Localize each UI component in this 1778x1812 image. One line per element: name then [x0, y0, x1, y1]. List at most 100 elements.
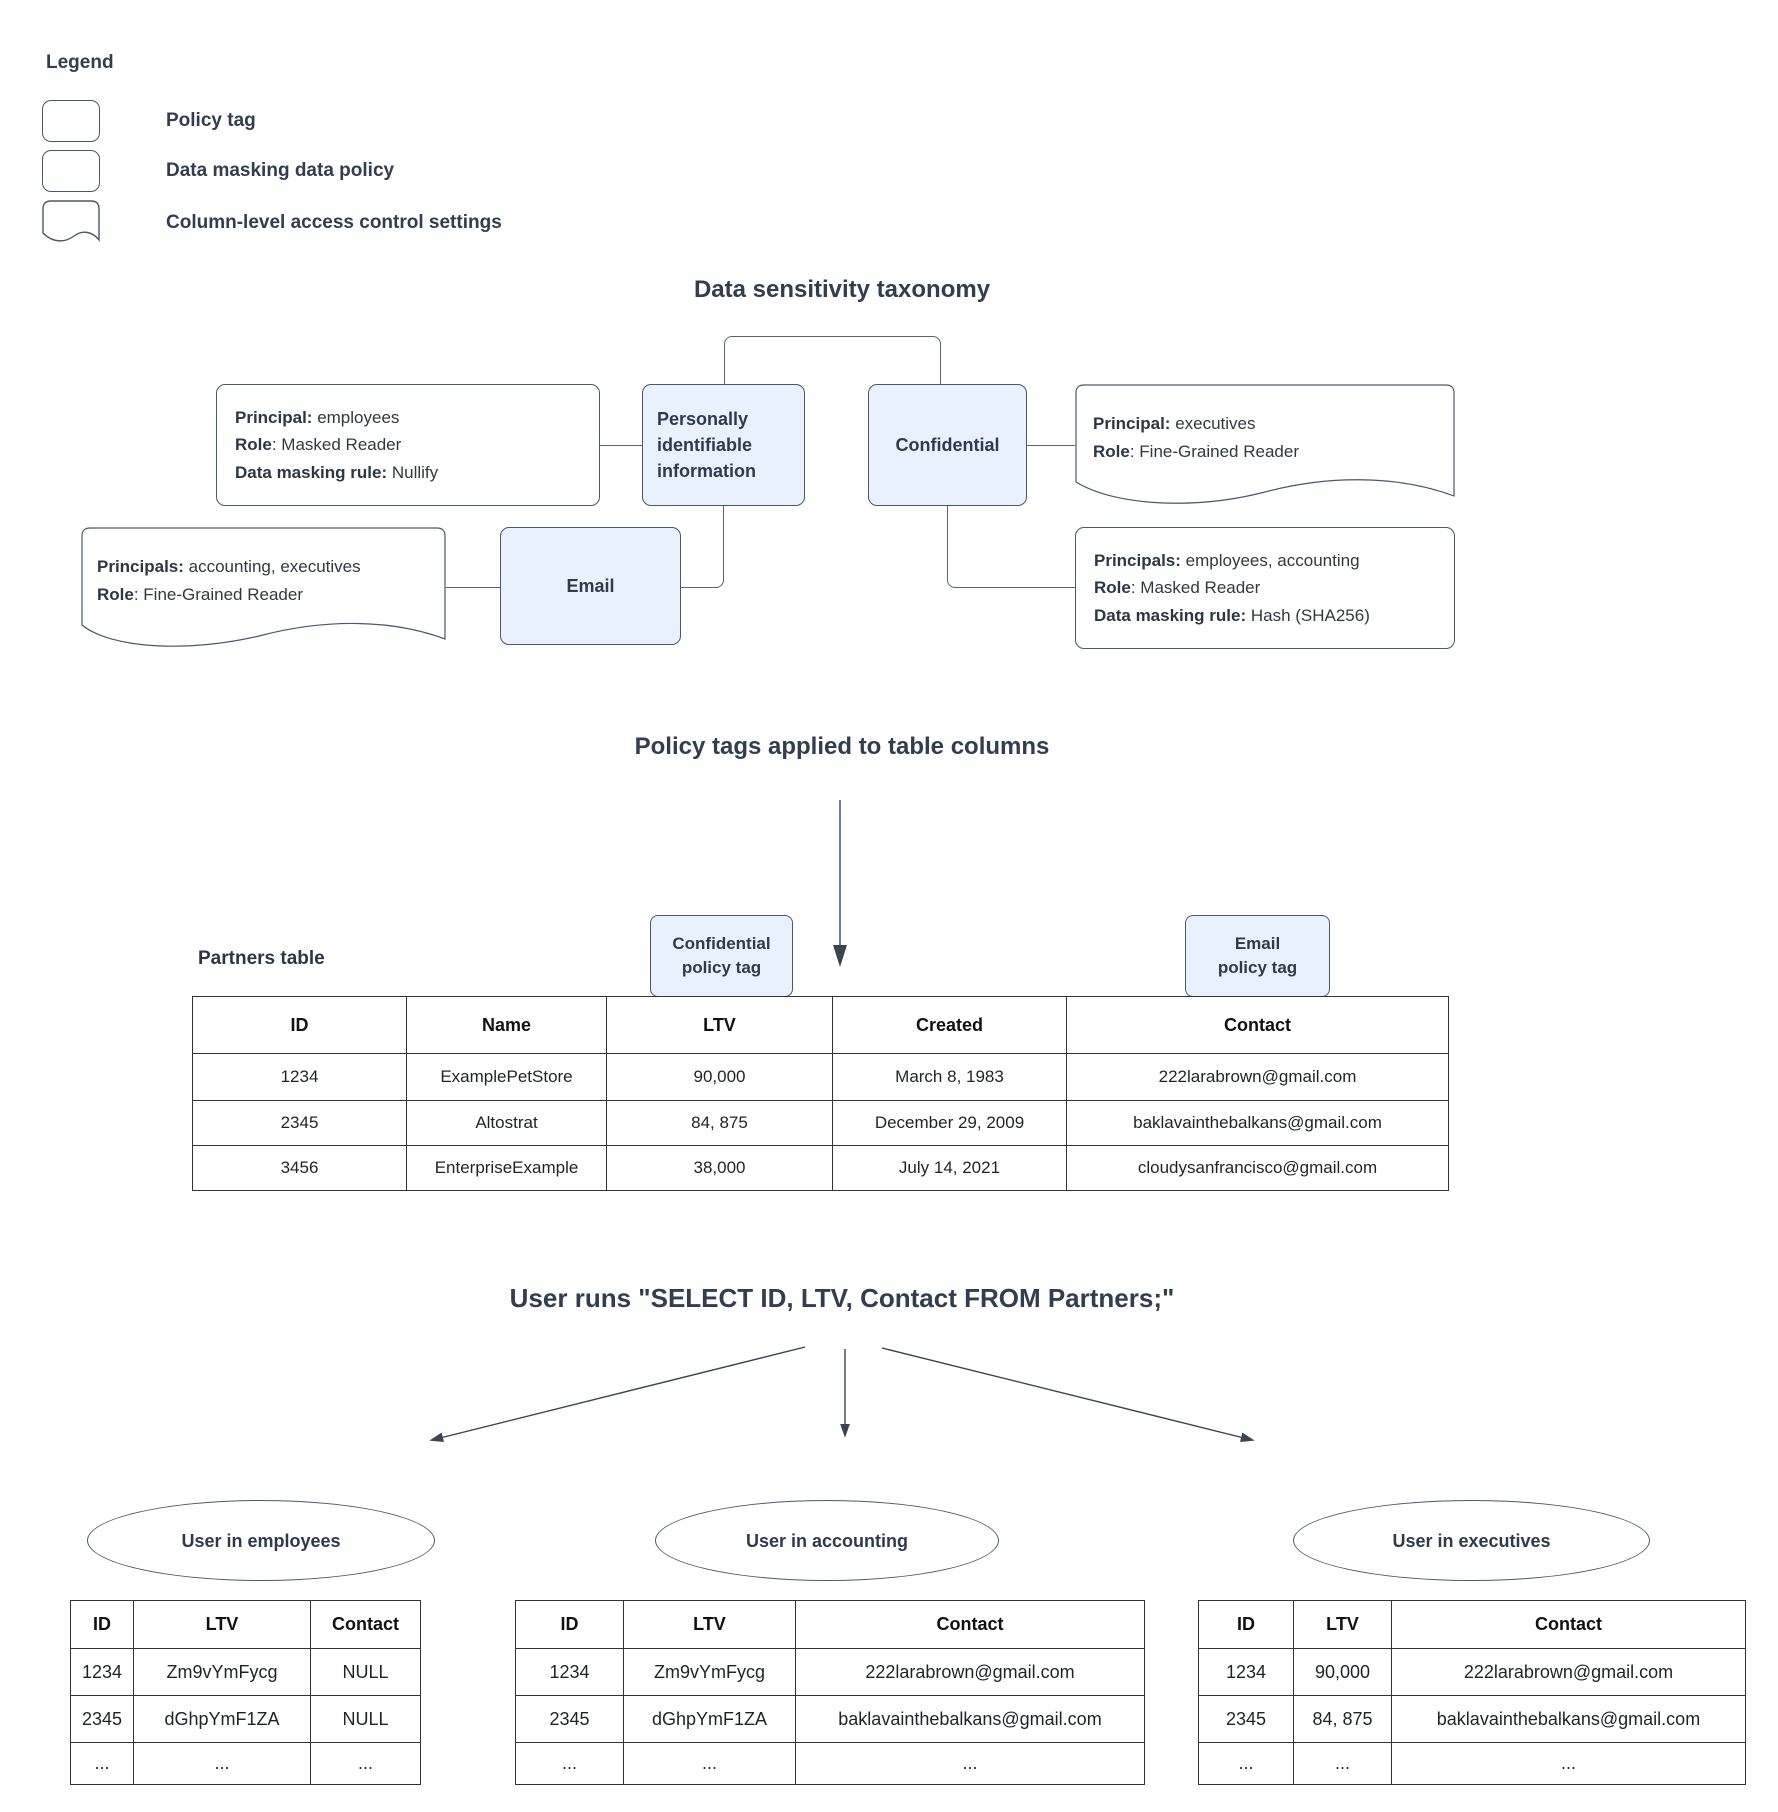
- header-cell: ID: [515, 1600, 624, 1649]
- policy-section-title: Policy tags applied to table columns: [634, 733, 1050, 760]
- policy-line: Principals: employees, accounting: [1094, 547, 1454, 575]
- policy-line-key: Role: [1094, 578, 1131, 598]
- hash-masking-policy-box: Principals: employees, accounting Role: …: [1075, 527, 1455, 649]
- callout-line: Email: [1234, 934, 1281, 953]
- user-executives-ellipse: User in executives: [1293, 1500, 1650, 1581]
- cell: ...: [1198, 1742, 1294, 1785]
- header-cell: Contact: [795, 1600, 1145, 1649]
- document-shape: [81, 527, 446, 647]
- cell: 2345: [192, 1100, 407, 1146]
- policy-line-key: Principals:: [1094, 550, 1181, 570]
- confidential-label: Confidential: [895, 435, 1000, 455]
- table-header-row: ID Name LTV Created Contact: [192, 996, 1449, 1054]
- employees-result-table: ID LTV Contact 1234 Zm9vYmFycg NULL 2345…: [70, 1600, 421, 1785]
- cell: December 29, 2009: [832, 1100, 1067, 1146]
- pii-label-line: identifiable: [657, 435, 753, 455]
- table-row: 1234 ExamplePetStore 90,000 March 8, 198…: [192, 1053, 1449, 1101]
- taxonomy-bracket-connector: [724, 336, 941, 384]
- header-cell: ID: [192, 996, 407, 1054]
- acl-text: Principal: executives Role: Fine-Grained…: [1075, 384, 1455, 465]
- cell: dGhpYmF1ZA: [623, 1695, 796, 1743]
- legend-item-policy-tag: Policy tag: [42, 100, 256, 142]
- policy-line-value: : Fine-Grained Reader: [133, 584, 303, 604]
- data-masking-swatch: [42, 150, 100, 192]
- policy-line-value: : Masked Reader: [271, 435, 402, 455]
- policy-line-value: Nullify: [387, 462, 439, 482]
- callout-line: Confidential: [672, 934, 771, 953]
- header-cell: ID: [70, 1600, 134, 1649]
- cell: 1234: [192, 1053, 407, 1101]
- partners-table: ID Name LTV Created Contact 1234 Example…: [192, 996, 1449, 1191]
- ellipse-label: User in accounting: [745, 1530, 909, 1551]
- table-row: 2345 Altostrat 84, 875 December 29, 2009…: [192, 1100, 1449, 1146]
- callout-line: policy tag: [1217, 958, 1298, 977]
- cell: 222larabrown@gmail.com: [1066, 1053, 1449, 1101]
- cell: July 14, 2021: [832, 1145, 1067, 1191]
- cell: 222larabrown@gmail.com: [1391, 1648, 1746, 1696]
- cell: 1234: [70, 1648, 134, 1696]
- policy-line-value: Hash (SHA256): [1246, 605, 1370, 625]
- policy-line: Role: Masked Reader: [235, 431, 599, 459]
- policy-line-key: Principals:: [97, 557, 184, 576]
- fanout-arrows: [429, 1346, 1255, 1443]
- cell: Zm9vYmFycg: [133, 1648, 311, 1696]
- header-cell: Contact: [1391, 1600, 1746, 1649]
- table-row: 2345 dGhpYmF1ZA baklavainthebalkans@gmai…: [515, 1695, 1145, 1743]
- cell: baklavainthebalkans@gmail.com: [795, 1695, 1145, 1743]
- connector-confidential-executives: [1027, 445, 1075, 446]
- cell: 84, 875: [606, 1100, 833, 1146]
- cell: 3456: [192, 1145, 407, 1191]
- table-header-row: ID LTV Contact: [70, 1600, 421, 1649]
- policy-line: Principals: accounting, executives: [97, 553, 446, 581]
- cell: ...: [133, 1742, 311, 1785]
- legend-item-label: Column-level access control settings: [166, 212, 502, 233]
- cell: ExamplePetStore: [406, 1053, 607, 1101]
- confidential-policy-tag-node: Confidential: [868, 384, 1027, 506]
- cell: ...: [623, 1742, 796, 1785]
- policy-line-key: Data masking rule:: [235, 462, 388, 482]
- cell: 2345: [515, 1695, 624, 1743]
- header-cell: LTV: [606, 996, 833, 1054]
- policy-line: Principal: employees: [235, 404, 599, 432]
- cell: ...: [515, 1742, 624, 1785]
- connector-email-pii: [681, 506, 724, 588]
- policy-line: Data masking rule: Hash (SHA256): [1094, 602, 1454, 630]
- partners-table-label: Partners table: [198, 948, 325, 969]
- policy-line: Data masking rule: Nullify: [235, 459, 599, 487]
- table-row: ... ... ...: [70, 1742, 421, 1785]
- pii-policy-tag-node: Personally identifiable information: [642, 384, 805, 506]
- legend-title: Legend: [46, 52, 114, 73]
- policy-line-value: employees: [312, 407, 400, 427]
- cell: baklavainthebalkans@gmail.com: [1066, 1100, 1449, 1146]
- header-cell: LTV: [133, 1600, 311, 1649]
- cell: ...: [70, 1742, 134, 1785]
- pii-label-line: Personally: [657, 409, 749, 429]
- policy-line-value: executives: [1170, 414, 1256, 433]
- cell: ...: [310, 1742, 421, 1785]
- cell: ...: [795, 1742, 1145, 1785]
- cell: Altostrat: [406, 1100, 607, 1146]
- cell: ...: [1391, 1742, 1746, 1785]
- cell: 2345: [1198, 1695, 1294, 1743]
- callout-line: policy tag: [681, 958, 762, 977]
- email-label: Email: [566, 576, 615, 596]
- policy-line-value: employees, accounting: [1180, 550, 1360, 570]
- cell: ...: [1293, 1742, 1392, 1785]
- policy-line: Role: Masked Reader: [1094, 574, 1454, 602]
- policy-line-value: : Fine-Grained Reader: [1129, 441, 1299, 461]
- confidential-tag-callout: Confidential policy tag: [650, 915, 793, 997]
- legend-item-column-acl: Column-level access control settings: [42, 200, 502, 246]
- down-arrow: [833, 800, 847, 967]
- cell: 38,000: [606, 1145, 833, 1191]
- acl-text: Principals: accounting, executives Role:…: [81, 527, 446, 608]
- pii-label-line: information: [657, 461, 756, 481]
- cell: 1234: [515, 1648, 624, 1696]
- employees-masking-policy-box: Principal: employees Role: Masked Reader…: [216, 384, 600, 506]
- connector-accounting-email: [446, 587, 500, 588]
- user-employees-ellipse: User in employees: [87, 1500, 435, 1581]
- accounting-result-table: ID LTV Contact 1234 Zm9vYmFycg 222larabr…: [515, 1600, 1145, 1785]
- cell: EnterpriseExample: [406, 1145, 607, 1191]
- policy-line-key: Data masking rule:: [1094, 605, 1247, 625]
- policy-line-value: accounting, executives: [183, 557, 361, 576]
